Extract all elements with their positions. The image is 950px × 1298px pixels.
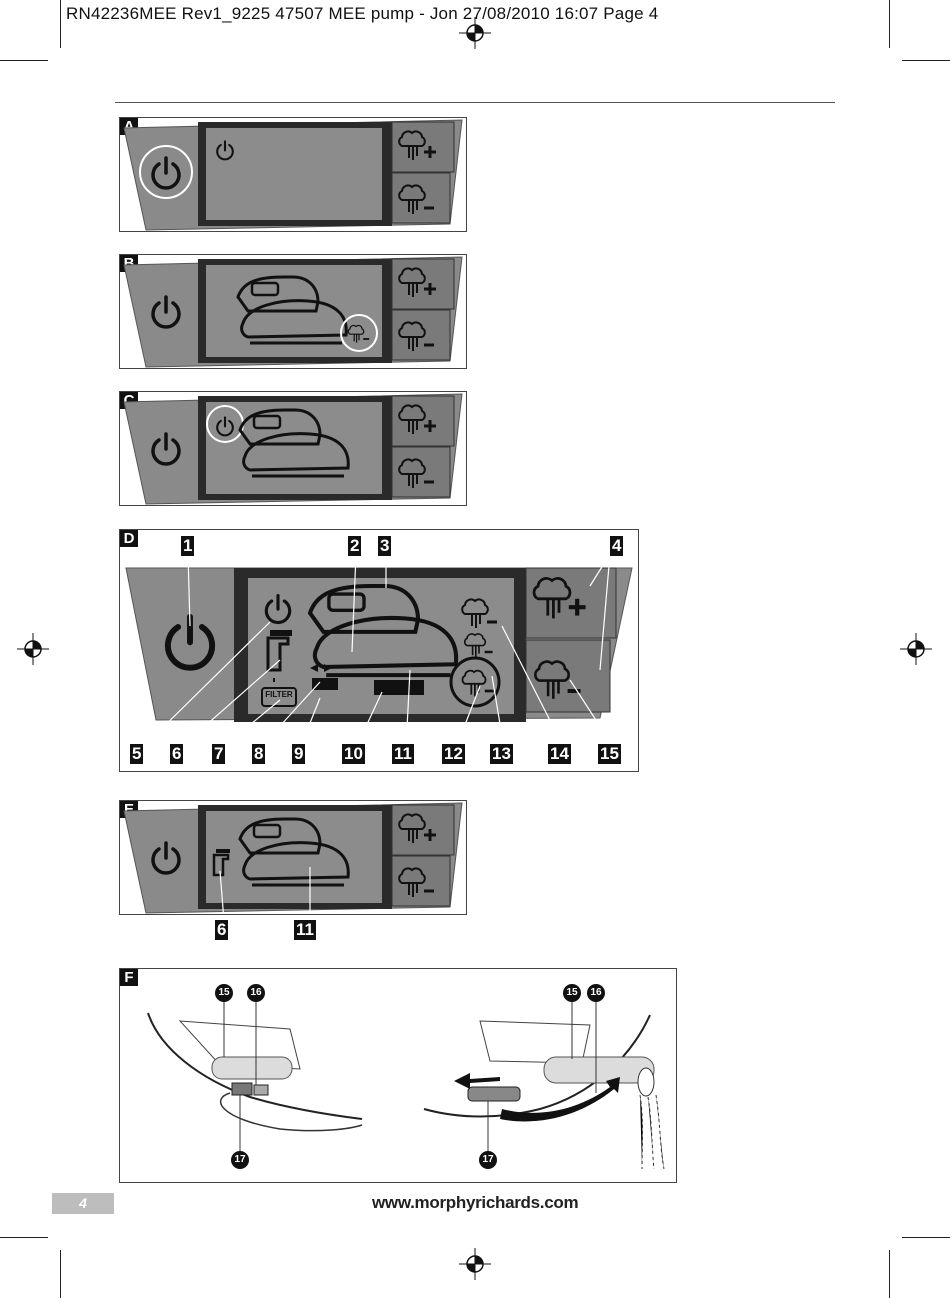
crop-mark: [0, 1237, 48, 1238]
panel-letter-d: D: [120, 530, 138, 547]
callout-15: 15: [563, 984, 581, 1002]
slide-arrow-icon: [454, 1073, 500, 1089]
callout-3: 3: [378, 536, 392, 556]
crop-mark: [0, 60, 48, 61]
control-panel-illustration: [123, 119, 463, 231]
crop-mark: [889, 1250, 890, 1298]
water-drain-illustration: [147, 1001, 665, 1170]
control-panel-detail-illustration: [125, 553, 633, 749]
callout-6: 6: [170, 744, 184, 764]
water-level-bar: [374, 680, 424, 695]
arrow-indicator: [312, 678, 338, 690]
panel-e: E: [119, 800, 467, 915]
header-rule: [115, 102, 835, 103]
crop-mark: [60, 0, 61, 48]
callout-12: 12: [442, 744, 465, 764]
callout-15: 15: [598, 744, 621, 764]
callout-6: 6: [215, 920, 229, 940]
callout-16: 16: [247, 984, 265, 1002]
print-header: RN42236MEE Rev1_9225 47507 MEE pump - Jo…: [66, 4, 659, 23]
callout-15: 15: [215, 984, 233, 1002]
drain-lever: [467, 1086, 521, 1102]
panel-d: D: [119, 529, 639, 772]
callout-17: 17: [231, 1151, 249, 1169]
callout-5: 5: [130, 744, 144, 764]
drain-lever: [231, 1082, 253, 1096]
crop-mark: [60, 1250, 61, 1298]
filter-indicator: [261, 687, 297, 707]
callout-4: 4: [610, 536, 624, 556]
crop-mark: [902, 60, 950, 61]
tap-icon: [212, 849, 230, 877]
panel-a: A: [119, 117, 467, 232]
crop-mark: [889, 0, 890, 48]
callout-11: 11: [294, 920, 316, 940]
filter-label: FILTER: [265, 690, 293, 699]
rotate-arrow-icon: [500, 1077, 620, 1122]
callout-8: 8: [252, 744, 266, 764]
panel-f: F 15 16 17 15 16 17: [119, 968, 677, 1183]
callout-16: 16: [587, 984, 605, 1002]
callout-7: 7: [212, 744, 226, 764]
panel-c: C: [119, 391, 467, 506]
callout-17: 17: [479, 1151, 497, 1169]
callout-2: 2: [348, 536, 362, 556]
crop-mark: [902, 1237, 950, 1238]
callout-11: 11: [392, 744, 414, 764]
callout-1: 1: [181, 536, 195, 556]
callout-14: 14: [548, 744, 571, 764]
panel-letter-f: F: [120, 969, 138, 986]
panel-b: B: [119, 254, 467, 369]
callout-9: 9: [292, 744, 306, 764]
control-panel-illustration: [123, 802, 463, 914]
control-panel-illustration: [123, 393, 463, 505]
control-panel-illustration: [123, 256, 463, 368]
website-url: www.morphyrichards.com: [372, 1193, 579, 1212]
callout-13: 13: [490, 744, 513, 764]
callout-10: 10: [342, 744, 365, 764]
page-number: 4: [52, 1193, 114, 1214]
